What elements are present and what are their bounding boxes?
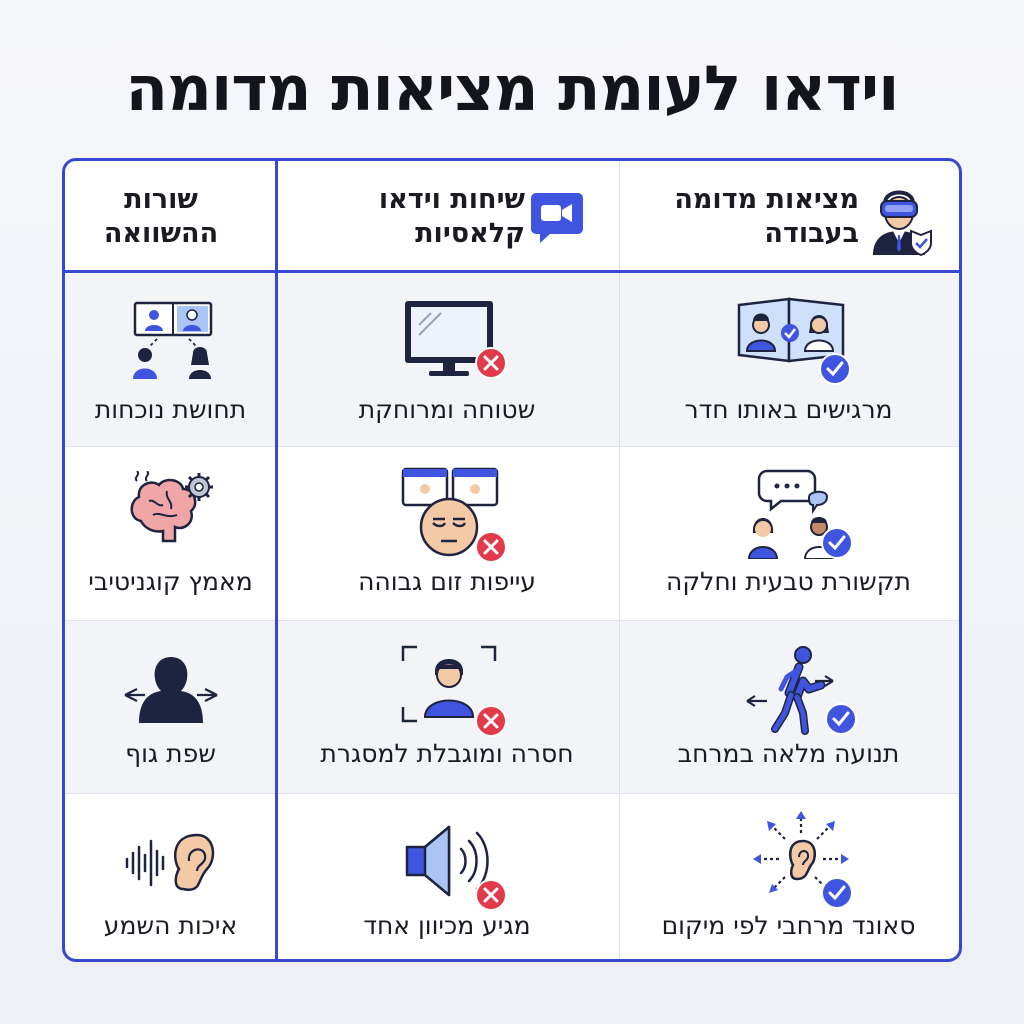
column-divider xyxy=(619,273,620,959)
spatial-ear-icon xyxy=(745,809,859,909)
brain-gear-icon xyxy=(127,471,217,551)
conversation-icon xyxy=(747,467,853,559)
row-4-label: איכות השמע xyxy=(103,911,238,940)
monitor-icon xyxy=(403,299,509,381)
row-divider xyxy=(65,793,959,794)
tired-face-icon xyxy=(401,467,511,563)
header-vr-column: מציאות מדומה בעבודה xyxy=(647,183,859,251)
comparison-table: שורות ההשוואה שיחות וידאו קלאסיות מציאות… xyxy=(62,158,962,962)
row-2-classic: עייפות זום גבוהה xyxy=(358,567,536,596)
row-3-label: שפת גוף xyxy=(125,739,216,768)
walking-person-icon xyxy=(745,645,859,737)
row-4-vr: סאונד מרחבי לפי מיקום xyxy=(661,911,916,940)
row-3-vr: תנועה מלאה במרחב xyxy=(677,739,900,768)
row-4-classic: מגיע מכיוון אחד xyxy=(363,911,531,940)
header-classic-line2: קלאסיות xyxy=(415,218,525,249)
header-label-line2: ההשוואה xyxy=(103,218,219,249)
vr-headset-user-icon xyxy=(865,181,937,257)
row-1-label: תחושת נוכחות xyxy=(94,395,247,424)
row-divider xyxy=(65,620,959,621)
header-vr-line1: מציאות מדומה xyxy=(674,184,859,215)
video-call-people-icon xyxy=(133,301,213,379)
framed-person-icon xyxy=(401,645,511,737)
body-silhouette-icon xyxy=(123,653,219,725)
ear-soundwave-icon xyxy=(123,831,219,895)
video-chat-icon xyxy=(530,189,584,245)
row-2-label: מאמץ קוגניטיבי xyxy=(88,567,253,596)
header-classic-column: שיחות וידאו קלאסיות xyxy=(375,183,525,251)
speaker-icon xyxy=(405,821,509,911)
row-1-vr: מרגישים באותו חדר xyxy=(684,395,893,424)
page-title: וידאו לעומת מציאות מדומה xyxy=(125,52,900,125)
row-3-classic: חסרה ומוגבלת למסגרת xyxy=(320,739,574,768)
row-1-classic: שטוחה ומרוחקת xyxy=(358,395,536,424)
label-column-divider xyxy=(275,161,278,959)
row-2-vr: תקשורת טבעית וחלקה xyxy=(666,567,911,596)
shared-room-icon xyxy=(735,297,851,387)
header-divider xyxy=(65,270,959,273)
column-divider xyxy=(619,161,620,273)
row-divider xyxy=(65,446,959,447)
header-vr-line2: בעבודה xyxy=(764,218,859,249)
row-bg-3 xyxy=(65,620,959,793)
header-label-line1: שורות xyxy=(124,184,198,215)
header-label-column: שורות ההשוואה xyxy=(85,183,237,251)
header-classic-line1: שיחות וידאו xyxy=(378,184,525,215)
